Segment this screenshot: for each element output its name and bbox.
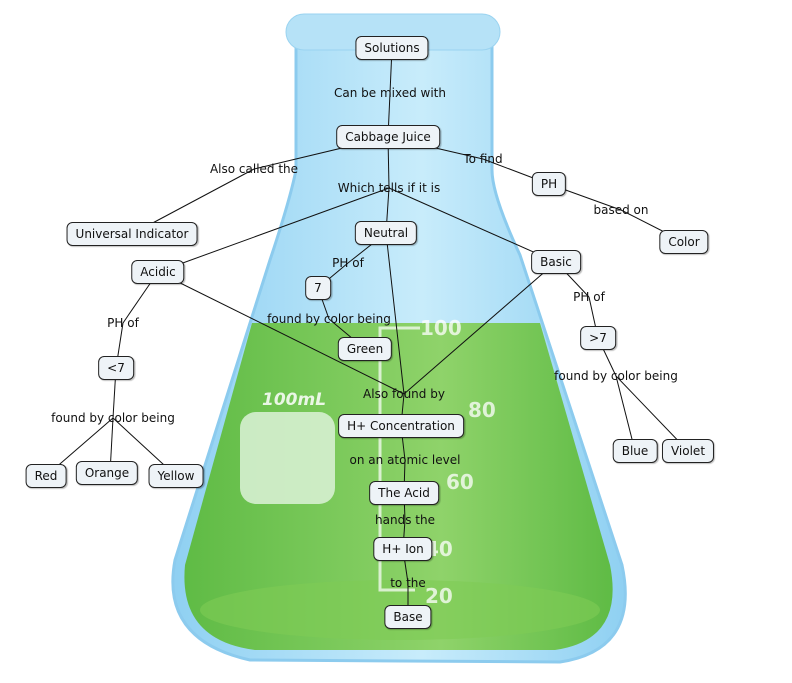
connector-line: [615, 375, 636, 452]
node-basic[interactable]: Basic: [531, 250, 581, 274]
node-blue[interactable]: Blue: [612, 439, 658, 463]
link-ph-of-neutral: PH of: [332, 256, 364, 270]
node-cabbage-juice[interactable]: Cabbage Juice: [336, 125, 440, 149]
node-violet[interactable]: Violet: [661, 439, 715, 463]
node-color[interactable]: Color: [659, 230, 709, 254]
node-ph[interactable]: PH: [531, 172, 567, 196]
node-neutral[interactable]: Neutral: [354, 221, 418, 245]
graduation-scale: [378, 326, 420, 592]
connector-line: [385, 232, 405, 395]
node-solutions[interactable]: Solutions: [355, 36, 429, 60]
connector-line: [403, 261, 557, 395]
link-ph-of-basic: PH of: [573, 290, 605, 304]
link-ph-of-acidic: PH of: [107, 316, 139, 330]
link-found-by-color-acidic: found by color being: [51, 411, 175, 425]
link-also-found-by: Also found by: [363, 387, 445, 401]
node-h-ion[interactable]: H+ Ion: [373, 537, 433, 561]
node-base[interactable]: Base: [384, 605, 432, 629]
node-green[interactable]: Green: [337, 337, 393, 361]
node-acidic[interactable]: Acidic: [131, 260, 185, 284]
link-to-the: to the: [390, 576, 426, 590]
link-which-tells-if-it-is: Which tells if it is: [337, 181, 441, 195]
label-patch: [240, 412, 335, 504]
node-seven[interactable]: 7: [305, 276, 331, 300]
connector-line: [157, 187, 390, 273]
node-h-concentration[interactable]: H+ Concentration: [338, 414, 464, 438]
link-found-by-color-basic: found by color being: [554, 369, 678, 383]
link-found-by-color-neutral: found by color being: [267, 312, 391, 326]
link-also-called-the: Also called the: [209, 162, 299, 176]
link-hands-the: hands the: [375, 513, 435, 527]
node-orange[interactable]: Orange: [75, 461, 139, 485]
graduation-20: 20: [425, 584, 453, 608]
link-based-on: based on: [593, 203, 649, 217]
link-can-be-mixed-with: Can be mixed with: [334, 86, 446, 100]
volume-label: 100mL: [262, 390, 327, 410]
connector-line: [388, 187, 557, 263]
connector-line: [157, 271, 405, 395]
graduation-100: 100: [420, 316, 462, 340]
connector-line: [615, 375, 689, 452]
link-on-an-atomic-level: on an atomic level: [349, 453, 461, 467]
node-universal-indicator[interactable]: Universal Indicator: [66, 222, 198, 246]
node-red[interactable]: Red: [25, 464, 67, 488]
node-less-than-7[interactable]: <7: [98, 356, 134, 380]
graduation-60: 60: [446, 470, 474, 494]
node-the-acid[interactable]: The Acid: [369, 481, 439, 505]
graduation-80: 80: [468, 398, 496, 422]
node-greater-than-7[interactable]: >7: [580, 326, 616, 350]
node-yellow[interactable]: Yellow: [148, 464, 204, 488]
link-to-find: To find: [463, 152, 503, 166]
